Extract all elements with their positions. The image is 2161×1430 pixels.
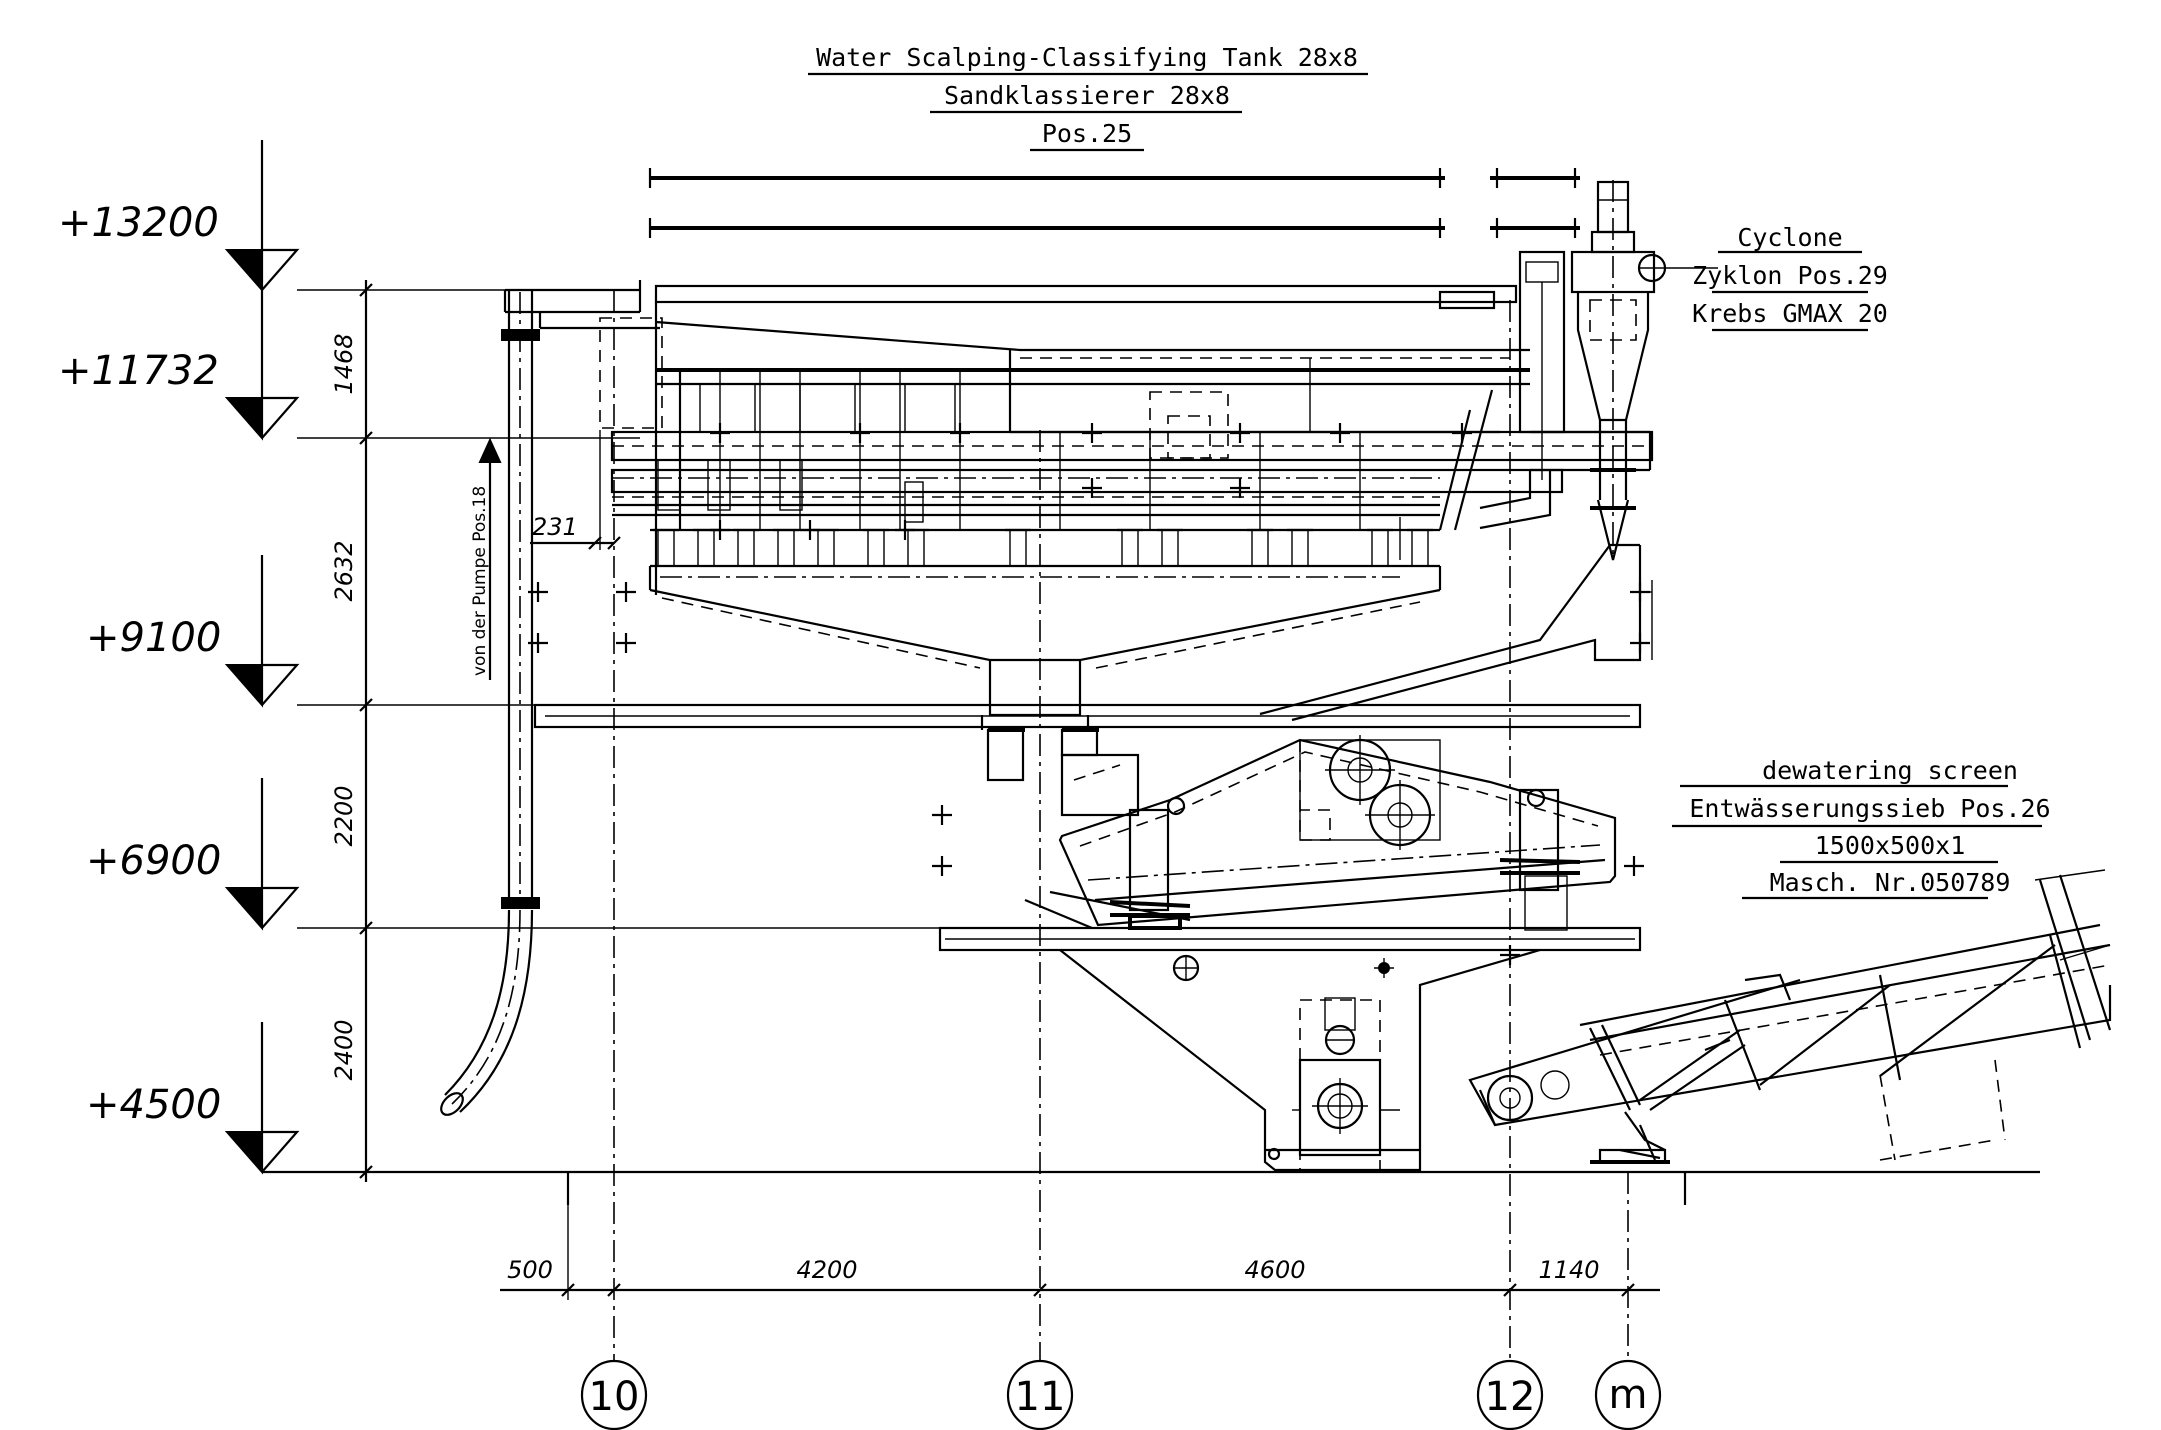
axis-lines: [613, 290, 1629, 1360]
vdim-2200: 2200: [330, 785, 358, 846]
cyclone-label: Cyclone Zyklon Pos.29 Krebs GMAX 20: [1665, 223, 1888, 332]
right-support-structure: [1259, 543, 1653, 722]
axis-bubbles: 10 11 12 m: [580, 1359, 1662, 1430]
belt-conveyor: [1468, 869, 2112, 1164]
horizontal-dimension-chain: 500 4200 4600 1140: [500, 1180, 1660, 1300]
level-label-4500: +4500: [86, 1082, 221, 1128]
cyclone-label-3: Krebs GMAX 20: [1692, 299, 1888, 328]
screen-label: dewatering screen Entwässerungssieb Pos.…: [1672, 756, 2051, 900]
axis-label-11: 11: [1015, 1374, 1066, 1420]
dewatering-screen: [1049, 735, 1617, 931]
pipe-note: von der Pumpe Pos.18: [470, 486, 490, 676]
hdim-500: 500: [507, 1256, 553, 1284]
axis-bubble-10: 10: [580, 1359, 648, 1430]
axis-bubble-12: 12: [1476, 1359, 1544, 1430]
axis-bubble-m: m: [1594, 1359, 1662, 1430]
screen-label-4: Masch. Nr.050789: [1770, 868, 2011, 897]
sand-hopper: [649, 588, 1441, 817]
level-mark-13200: +13200: [58, 138, 299, 292]
level-mark-4500: +4500: [86, 1020, 299, 1174]
title-block: Water Scalping-Classifying Tank 28x8 San…: [808, 43, 1368, 152]
level-mark-9100: +9100: [86, 553, 299, 707]
cyclone-label-1: Cyclone: [1737, 223, 1842, 252]
screen-support: [1059, 948, 1541, 1172]
level-label-13200: +13200: [58, 200, 219, 246]
tank-legs: [651, 528, 1435, 568]
elevation-levels: +13200 +11732 +9100 +6900 +4500: [58, 138, 299, 1174]
level-label-11732: +11732: [58, 348, 219, 394]
vdim-2400: 2400: [330, 1019, 358, 1080]
main-beam: [533, 703, 1642, 729]
axis-label-10: 10: [589, 1374, 640, 1420]
title-line-1: Water Scalping-Classifying Tank 28x8: [816, 43, 1358, 72]
axis-bubble-11: 11: [1006, 1359, 1074, 1430]
hdim-1140: 1140: [1538, 1256, 1599, 1284]
title-line-2: Sandklassierer 28x8: [944, 81, 1230, 110]
level-mark-11732: +11732: [58, 286, 299, 440]
screen-label-1: dewatering screen: [1762, 756, 2018, 785]
tank-bolt-marks: [708, 421, 1474, 542]
level-label-9100: +9100: [86, 615, 221, 661]
axis-label-12: 12: [1485, 1374, 1536, 1420]
feed-pipe: [440, 280, 660, 1116]
top-reference-lines: [648, 168, 1580, 238]
ground-line: [520, 1170, 2040, 1205]
cyclone-label-2: Zyklon Pos.29: [1692, 261, 1888, 290]
title-line-3: Pos.25: [1042, 119, 1132, 148]
vdim-1468: 1468: [330, 333, 358, 394]
hdim-4600: 4600: [1244, 1256, 1305, 1284]
tank-support-columns: [678, 372, 1361, 530]
vdim-2632: 2632: [330, 540, 358, 601]
vertical-dimension-chain: 1468 2632 2200 2400: [330, 280, 374, 1182]
flow-arrow: von der Pumpe Pos.18: [470, 437, 502, 680]
inner-dimension: 231: [530, 430, 622, 551]
platform-beam: [938, 898, 1642, 952]
cyclone: [1479, 180, 1667, 561]
axis-label-m: m: [1609, 1372, 1648, 1418]
inner-dim-231: 231: [532, 513, 578, 541]
level-mark-6900: +6900: [86, 776, 299, 930]
level-label-6900: +6900: [86, 838, 221, 884]
hdim-4200: 4200: [796, 1256, 857, 1284]
level-extension-lines: [262, 289, 940, 1174]
screen-label-2: Entwässerungssieb Pos.26: [1689, 794, 2050, 823]
screen-label-3: 1500x500x1: [1815, 831, 1966, 860]
tank-frame-ribs: [699, 384, 956, 432]
classifying-tank: [599, 284, 1654, 595]
